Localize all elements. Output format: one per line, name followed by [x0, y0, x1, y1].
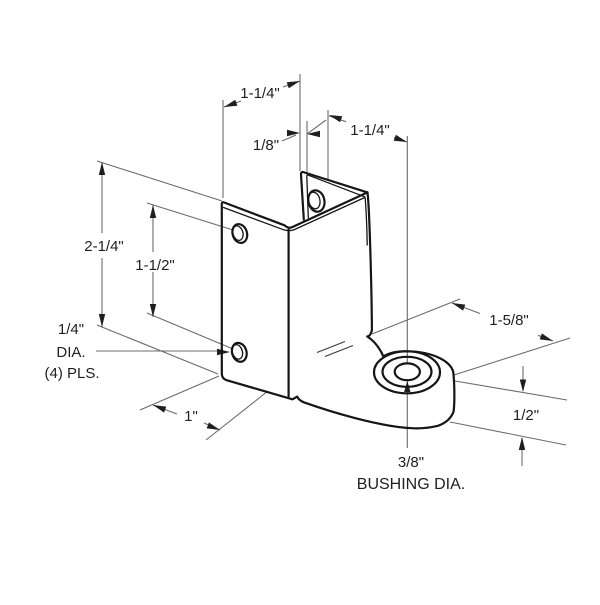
dim-label-foot-length: 1-5/8" [489, 312, 529, 329]
dim-label-hole-spacing: 1-1/2" [135, 257, 175, 274]
screw-hole-bottom-left [230, 341, 248, 363]
bracket-part [220, 170, 456, 430]
dim-label-bushing-note: BUSHING DIA. [357, 476, 465, 493]
dim-label-hole-dia-1: 1/4" [58, 321, 84, 338]
bushing-boss-outer-ring [372, 350, 442, 395]
web-edge-thickness-line [364, 197, 368, 246]
bushing-ring [381, 355, 433, 388]
dim-label-hole-dia-2: DIA. [56, 344, 85, 361]
bushing-hole [393, 362, 421, 382]
dim-label-bushing-size: 3/8" [398, 454, 424, 471]
screw-hole-inner-ear [307, 189, 326, 213]
dim-label-overall-height: 2-1/4" [84, 238, 124, 255]
dimension-labels: 1-1/4" 1/8" 1-1/4" 2-1/4" 1-1/2" 1/4" DI… [44, 85, 539, 493]
screw-hole-top-left [231, 222, 249, 245]
dim-label-foot-thickness: 1/2" [513, 407, 539, 424]
dim-label-bottom-depth: 1" [184, 408, 198, 425]
dim-label-hole-dia-3: (4) PLS. [44, 365, 99, 382]
bracket-outline [220, 191, 456, 430]
surface-marks [316, 340, 354, 358]
dim-label-top-right-width: 1-1/4" [350, 122, 390, 139]
ear-free-edge [299, 170, 369, 221]
ear-edge-thickness-line [306, 174, 366, 219]
dim-label-top-left-width: 1-1/4" [240, 85, 280, 102]
dim-label-material-thickness: 1/8" [253, 137, 279, 154]
arrowheads [98, 81, 553, 450]
edge-thickness-line [222, 196, 366, 232]
